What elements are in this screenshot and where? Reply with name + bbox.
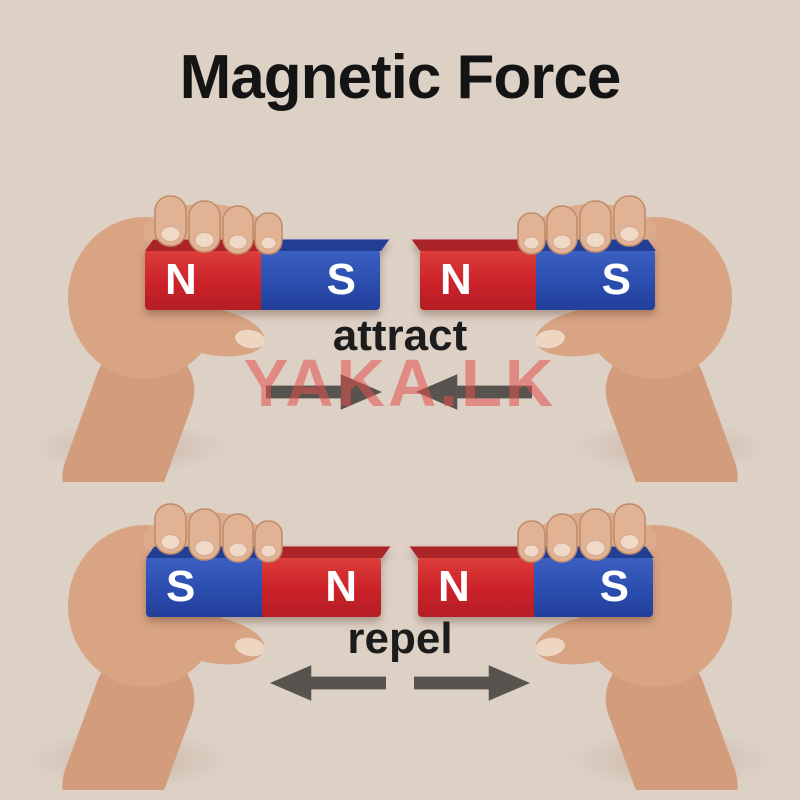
hand-bottom-left-fingers <box>154 503 283 563</box>
hand-top-right-fingers <box>517 195 646 255</box>
magnet-attract-left: N S <box>145 250 380 310</box>
magnet-repel-left: S N <box>146 557 381 617</box>
magnet-repel-right-pole-left: N <box>418 557 534 617</box>
magnet-attract-right-pole-left: N <box>420 250 536 310</box>
magnet-repel-right-pole-right: S <box>533 557 653 617</box>
pole-letter: N <box>440 255 472 304</box>
hand-top-left-fingers <box>154 195 283 255</box>
magnet-attract-right-pole-right: S <box>535 250 655 310</box>
magnet-repel-left-pole-right: N <box>261 557 381 617</box>
hand-bottom-left <box>35 500 320 790</box>
page-title: Magnetic Force <box>179 43 622 112</box>
magnet-repel-left-pole-left: S <box>146 557 262 617</box>
repel-arrow-left-icon <box>268 663 386 703</box>
hand-bottom-right <box>480 500 765 790</box>
attract-arrow-left-icon <box>266 372 384 412</box>
watermark-text: YAKA.LK <box>243 346 557 421</box>
pole-letter: S <box>326 255 356 304</box>
pole-letter: S <box>166 562 196 611</box>
hand-top-left <box>35 192 320 482</box>
magnet-repel-right: N S <box>418 557 653 617</box>
pole-letter: N <box>325 562 357 611</box>
attract-arrow-right-icon <box>414 372 532 412</box>
pole-letter: S <box>599 562 629 611</box>
repel-arrow-right-icon <box>414 663 532 703</box>
attract-label: attract <box>332 311 468 360</box>
pole-letter: S <box>601 255 631 304</box>
hand-bottom-right-fingers <box>517 503 646 563</box>
pole-letter: N <box>438 562 470 611</box>
pole-letter: N <box>165 255 197 304</box>
magnet-attract-left-pole-left: N <box>145 250 261 310</box>
repel-label: repel <box>347 614 453 663</box>
magnet-attract-left-pole-right: S <box>260 250 380 310</box>
magnet-attract-right: N S <box>420 250 655 310</box>
hand-top-right <box>480 192 765 482</box>
